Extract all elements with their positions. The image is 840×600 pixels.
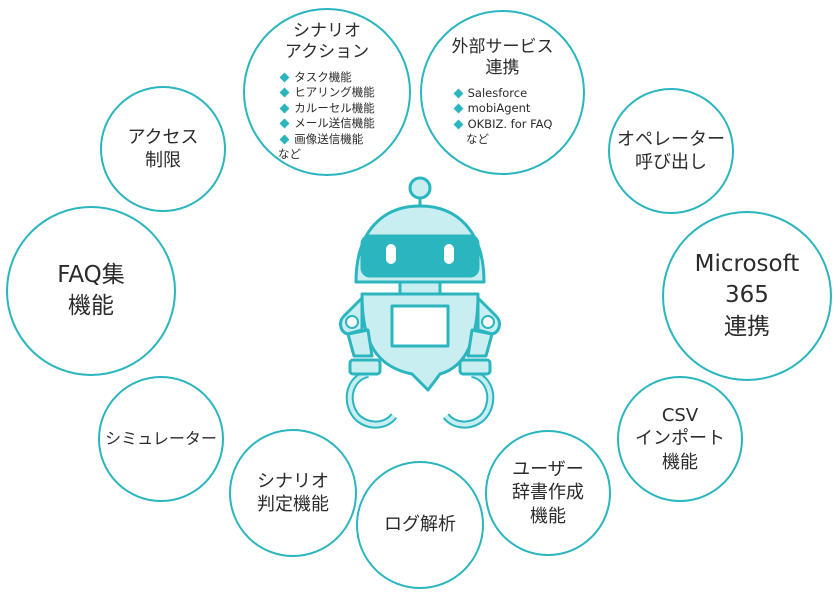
external-services-title: 外部サービス 連携: [451, 37, 554, 79]
log-analysis-label: ログ解析: [384, 514, 456, 536]
scenario-judge-label: シナリオ 判定機能: [257, 470, 329, 515]
simulator-circle: シミュレーター: [98, 376, 224, 502]
external-services-suffix: など: [466, 132, 489, 147]
external-services-list: Salesforce mobiAgent OKBIZ. for FAQ: [453, 86, 553, 133]
access-limit-circle: アクセス 制限: [100, 86, 226, 212]
simulator-label: シミュレーター: [105, 428, 217, 448]
scenario-action-list: タスク機能 ヒアリング機能 カルーセル機能 メール送信機能 画像送信機能: [279, 70, 375, 148]
user-dictionary-label: ユーザー 辞書作成 機能: [512, 458, 584, 527]
list-item: タスク機能: [279, 70, 375, 86]
faq-label: FAQ集 機能: [57, 261, 125, 319]
csv-import-circle: CSV インポート 機能: [617, 376, 743, 502]
microsoft365-label: Microsoft 365 連携: [694, 251, 800, 340]
operator-call-label: オペレーター 呼び出し: [617, 128, 725, 173]
scenario-action-suffix: など: [278, 147, 301, 162]
log-analysis-circle: ログ解析: [356, 461, 484, 589]
list-item: カルーセル機能: [279, 101, 375, 117]
list-item: Salesforce: [453, 86, 553, 102]
operator-call-circle: オペレーター 呼び出し: [608, 88, 734, 214]
scenario-action-title: シナリオ アクション: [284, 21, 370, 63]
faq-circle: FAQ集 機能: [6, 206, 176, 376]
list-item: ヒアリング機能: [279, 85, 375, 101]
external-services-circle: 外部サービス 連携 Salesforce mobiAgent OKBIZ. fo…: [420, 10, 585, 175]
list-item: メール送信機能: [279, 116, 375, 132]
microsoft365-circle: Microsoft 365 連携: [662, 211, 832, 381]
list-item: OKBIZ. for FAQ: [453, 117, 553, 133]
access-limit-label: アクセス 制限: [127, 126, 199, 171]
csv-import-label: CSV インポート 機能: [635, 404, 725, 473]
list-item: mobiAgent: [453, 101, 553, 117]
scenario-judge-circle: シナリオ 判定機能: [229, 429, 357, 557]
scenario-action-circle: シナリオ アクション タスク機能 ヒアリング機能 カルーセル機能 メール送信機能…: [243, 8, 411, 176]
user-dictionary-circle: ユーザー 辞書作成 機能: [485, 430, 611, 556]
list-item: 画像送信機能: [279, 132, 375, 148]
